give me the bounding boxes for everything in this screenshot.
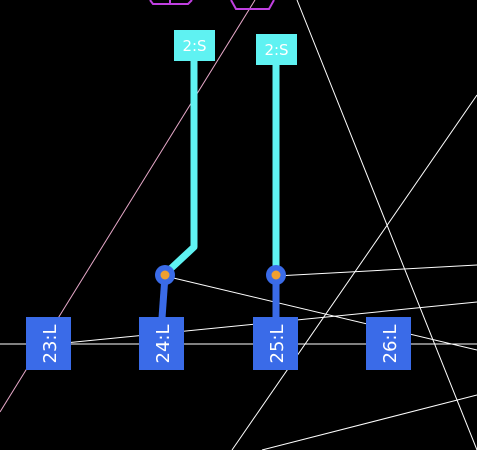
via-hole [160,270,170,280]
pad-23[interactable]: 23:L [26,317,71,370]
component-outlines [149,0,275,10]
via-hole [271,270,281,280]
pad-shape [253,317,298,370]
component-outline [230,0,275,10]
pad-shape [26,317,71,370]
top-pad-left[interactable]: 2:S [174,30,215,61]
ratsnest-line [261,394,477,450]
pad-25[interactable]: 25:L [253,317,298,370]
pad-shape [139,317,184,370]
pad-24[interactable]: 24:L [139,317,184,370]
pad-shape [366,317,411,370]
bottom-traces [158,275,280,319]
ratsnest-line [275,264,477,277]
pad-label: 2:S [264,41,288,59]
via-left[interactable] [155,265,175,285]
pad-label: 23:L [40,325,61,364]
pad-label: 26:L [380,325,401,364]
ratsnest-line [164,275,477,351]
pad-label: 2:S [182,37,206,55]
trace-left[interactable] [162,45,198,277]
pad-shape [256,34,297,65]
pad-label: 25:L [267,325,288,364]
pad-shape [174,30,215,61]
ratsnest-line [231,94,477,450]
via-right[interactable] [266,265,286,285]
pad-26[interactable]: 26:L [366,317,411,370]
pad-label: 24:L [153,325,174,364]
top-traces [162,45,280,277]
top-pad-right[interactable]: 2:S [256,34,297,65]
